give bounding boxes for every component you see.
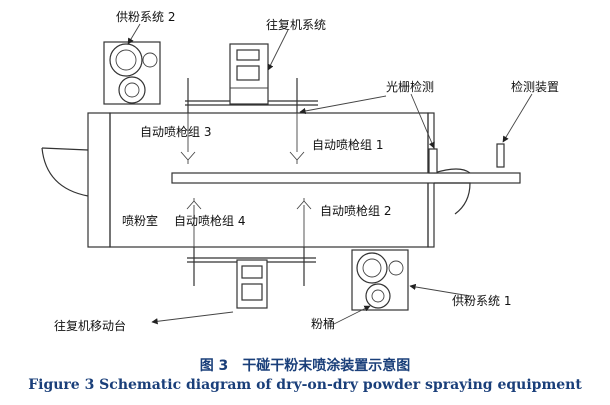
label-booth: 喷粉室 bbox=[122, 213, 158, 228]
label-gun-group-4: 自动喷枪组 4 bbox=[174, 213, 245, 228]
spray-gun-group-1 bbox=[289, 113, 305, 164]
spray-gun-group-2 bbox=[296, 198, 312, 247]
label-powder-bucket: 粉桶 bbox=[311, 316, 335, 331]
spray-gun-group-3 bbox=[180, 113, 196, 164]
label-reciprocator-system: 往复机系统 bbox=[266, 17, 326, 32]
bottom-reciprocator bbox=[236, 259, 268, 309]
grating-detector bbox=[428, 148, 438, 174]
spray-gun-group-4 bbox=[186, 198, 202, 247]
powder-supply-1 bbox=[351, 249, 409, 311]
top-reciprocator bbox=[229, 43, 269, 105]
powder-supply-2 bbox=[103, 41, 161, 105]
label-detection-device: 检测装置 bbox=[511, 79, 559, 94]
label-powder-supply-1: 供粉系统 1 bbox=[452, 294, 511, 308]
leader-lines bbox=[127, 23, 533, 325]
label-gun-group-3: 自动喷枪组 3 bbox=[140, 124, 211, 139]
figure-caption-en: Figure 3 Schematic diagram of dry-on-dry… bbox=[28, 377, 582, 393]
figure-caption-cn: 图 3 干碰干粉末喷涂装置示意图 bbox=[199, 358, 411, 374]
label-gun-group-2: 自动喷枪组 2 bbox=[320, 203, 391, 218]
label-gun-group-1: 自动喷枪组 1 bbox=[312, 137, 383, 152]
equipment-diagram: 供粉系统 2 往复机系统 光栅检测 检测装置 自动喷枪组 3 自动喷枪组 1 自… bbox=[41, 10, 559, 333]
label-reciprocator-table: 往复机移动台 bbox=[54, 318, 126, 333]
label-grating-detection: 光栅检测 bbox=[386, 79, 434, 94]
left-door bbox=[41, 147, 89, 197]
spray-booth bbox=[87, 112, 521, 248]
detection-device bbox=[496, 143, 505, 168]
label-powder-supply-2: 供粉系统 2 bbox=[116, 10, 175, 24]
